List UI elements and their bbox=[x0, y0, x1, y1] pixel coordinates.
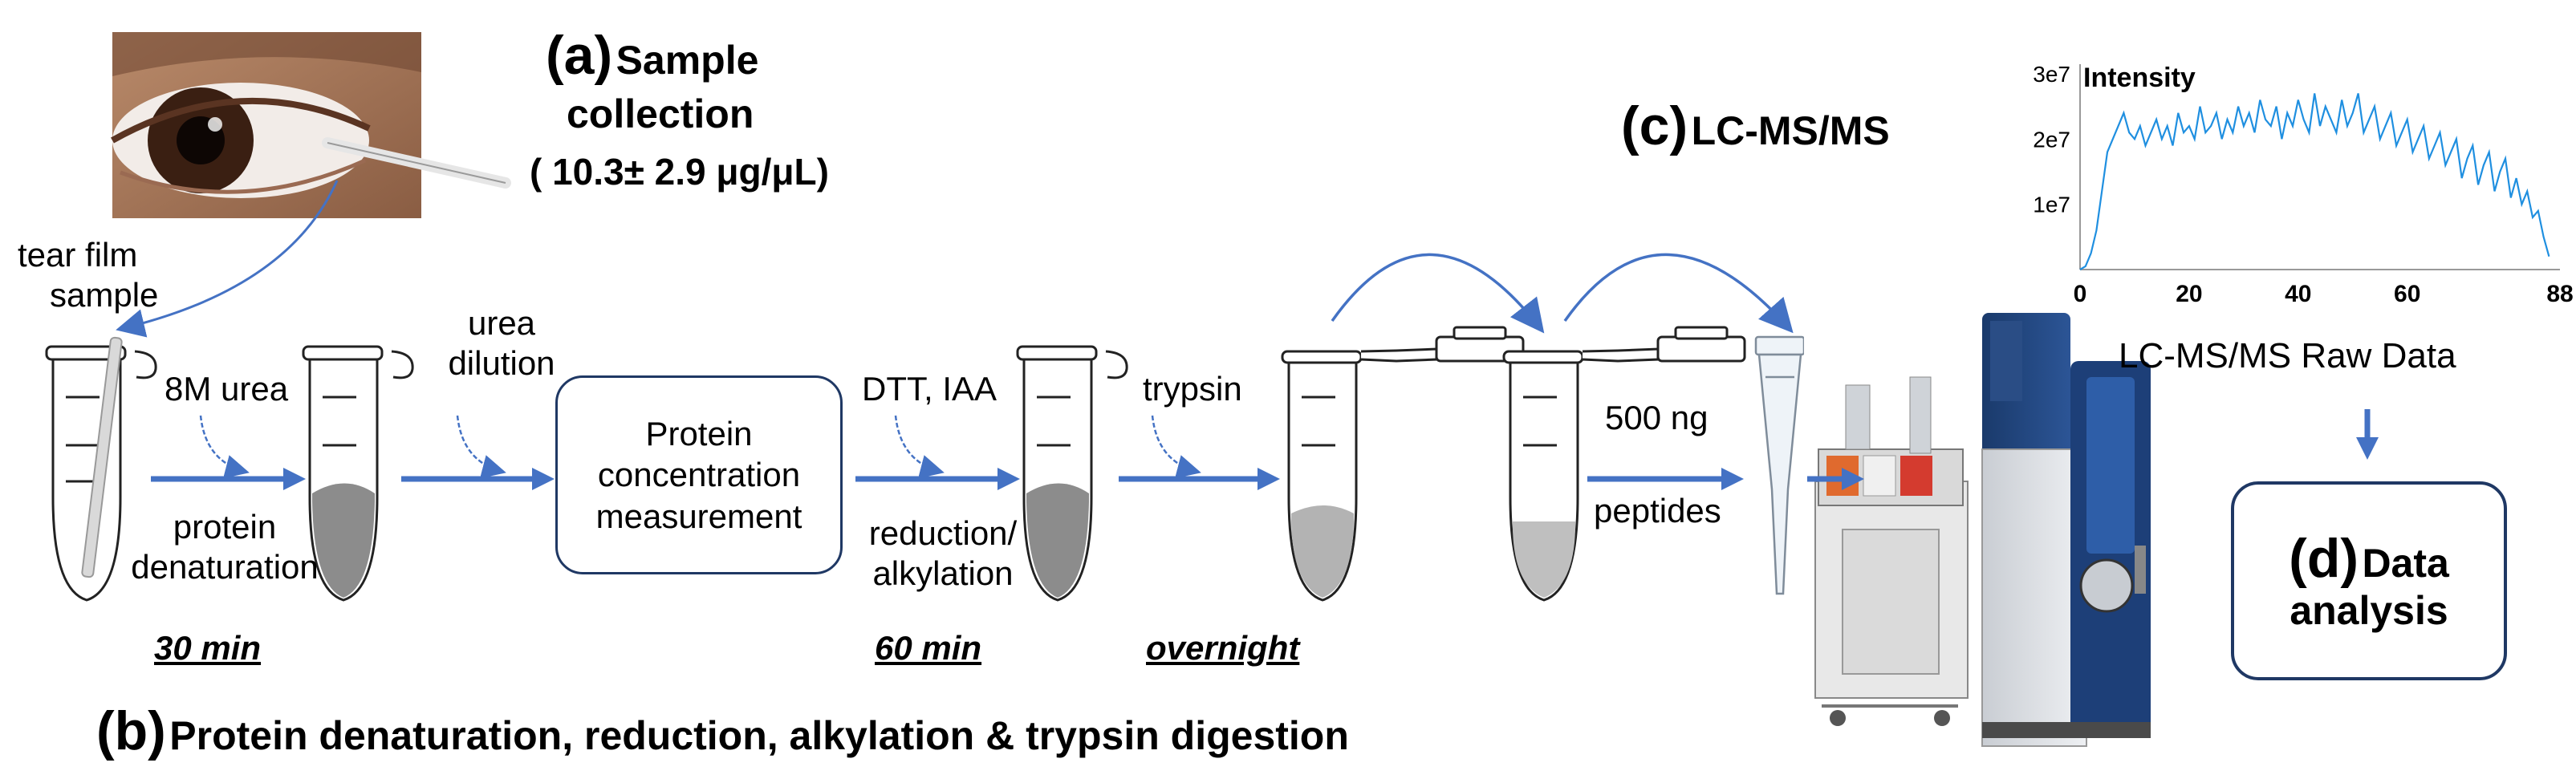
load-label: peptides bbox=[1594, 492, 1721, 529]
panel-b-title-text: Protein denaturation, reduction, alkylat… bbox=[169, 713, 1349, 758]
chart-y-tick: 1e7 bbox=[2033, 193, 2070, 217]
step1-process-line1: protein bbox=[173, 508, 277, 546]
chart-x-tick: 88 bbox=[2546, 281, 2573, 307]
reagent-arrow-dtt bbox=[894, 415, 945, 479]
measurement-line3: measurement bbox=[595, 497, 802, 535]
panel-c-title-text: LC-MS/MS bbox=[1691, 108, 1890, 153]
panel-b-title: (b) Protein denaturation, reduction, alk… bbox=[96, 700, 1349, 762]
load-amount: 500 ng bbox=[1605, 399, 1709, 436]
chart-x-tick: 20 bbox=[2176, 281, 2202, 307]
step3-process-line1: reduction/ bbox=[868, 514, 1018, 552]
step3-process: reduction/ alkylation bbox=[859, 513, 1027, 593]
tube-1 bbox=[45, 336, 157, 602]
reagent-arrow-urea bbox=[199, 415, 250, 479]
step2-reagent-line1: urea bbox=[467, 304, 536, 342]
panel-c-letter: (c) bbox=[1621, 95, 1688, 156]
data-analysis-box: (d) Data analysis bbox=[2231, 481, 2507, 680]
panel-a-title-line2: collection bbox=[567, 91, 754, 136]
panel-d-title-line2: analysis bbox=[2290, 587, 2448, 633]
measurement-line1: Protein bbox=[645, 415, 753, 453]
panel-d-title-line1: Data bbox=[2362, 541, 2449, 586]
protein-measurement-box: Protein concentration measurement bbox=[555, 375, 843, 574]
chart-y-tick: 2e7 bbox=[2033, 127, 2070, 152]
panel-c-title: (c) LC-MS/MS bbox=[1621, 95, 1890, 157]
tube-5 bbox=[1502, 326, 1746, 602]
collection-arrow bbox=[116, 180, 339, 338]
chart-y-tick: 3e7 bbox=[2033, 62, 2070, 87]
tear-film-label-line1: tear film bbox=[18, 236, 138, 274]
chart-x-tick: 60 bbox=[2394, 281, 2420, 307]
panel-a-title: (a) Sample bbox=[546, 24, 758, 87]
chart-title: Intensity bbox=[2083, 63, 2196, 93]
step4-reagent: trypsin bbox=[1143, 370, 1242, 408]
pipette-tip bbox=[1754, 335, 1806, 595]
step2-reagent-line2: dilution bbox=[448, 343, 555, 382]
ms-instrument-image bbox=[1804, 303, 2175, 754]
step2-reagent: urea dilution bbox=[433, 303, 570, 383]
reagent-arrow-trypsin bbox=[1151, 415, 1201, 479]
protein-measurement-text: Protein concentration measurement bbox=[596, 413, 802, 537]
tube-3 bbox=[1016, 345, 1128, 602]
tube-4 bbox=[1281, 326, 1525, 602]
tear-film-label-line2: sample bbox=[50, 275, 159, 314]
raw-data-caption: LC-MS/MS Raw Data bbox=[2119, 336, 2456, 375]
intensity-chart: 1e7 2e7 3e7 0 20 40 60 88 bbox=[2033, 62, 2573, 307]
transfer-arc-2 bbox=[1563, 253, 1794, 334]
panel-a-title-line1: Sample bbox=[616, 38, 759, 83]
panel-d-letter: (d) bbox=[2289, 528, 2359, 590]
panel-a-concentration: ( 10.3± 2.9 μg/μL) bbox=[530, 151, 829, 193]
panel-d-title: (d) Data analysis bbox=[2289, 529, 2449, 633]
tube-2 bbox=[302, 345, 414, 602]
measurement-line2: concentration bbox=[597, 456, 801, 494]
chart-x-tick: 0 bbox=[2074, 281, 2087, 307]
step3-time: 60 min bbox=[875, 629, 982, 667]
chart-x-tick: 40 bbox=[2285, 281, 2311, 307]
reagent-arrow-dilution bbox=[456, 415, 506, 479]
step4-time: overnight bbox=[1146, 629, 1300, 667]
panel-a-letter: (a) bbox=[546, 25, 613, 86]
step1-process: protein denaturation bbox=[120, 507, 329, 586]
tear-film-label: tear film sample bbox=[18, 235, 158, 314]
step1-reagent: 8M urea bbox=[165, 370, 289, 408]
step3-reagent: DTT, IAA bbox=[862, 370, 997, 408]
step3-process-line2: alkylation bbox=[872, 554, 1014, 592]
transfer-arc-1 bbox=[1331, 253, 1545, 334]
eye-photo bbox=[111, 32, 511, 218]
chart-series-line bbox=[2079, 93, 2550, 270]
panel-b-letter: (b) bbox=[96, 700, 166, 761]
step1-time: 30 min bbox=[154, 629, 262, 667]
step1-process-line2: denaturation bbox=[131, 547, 319, 586]
